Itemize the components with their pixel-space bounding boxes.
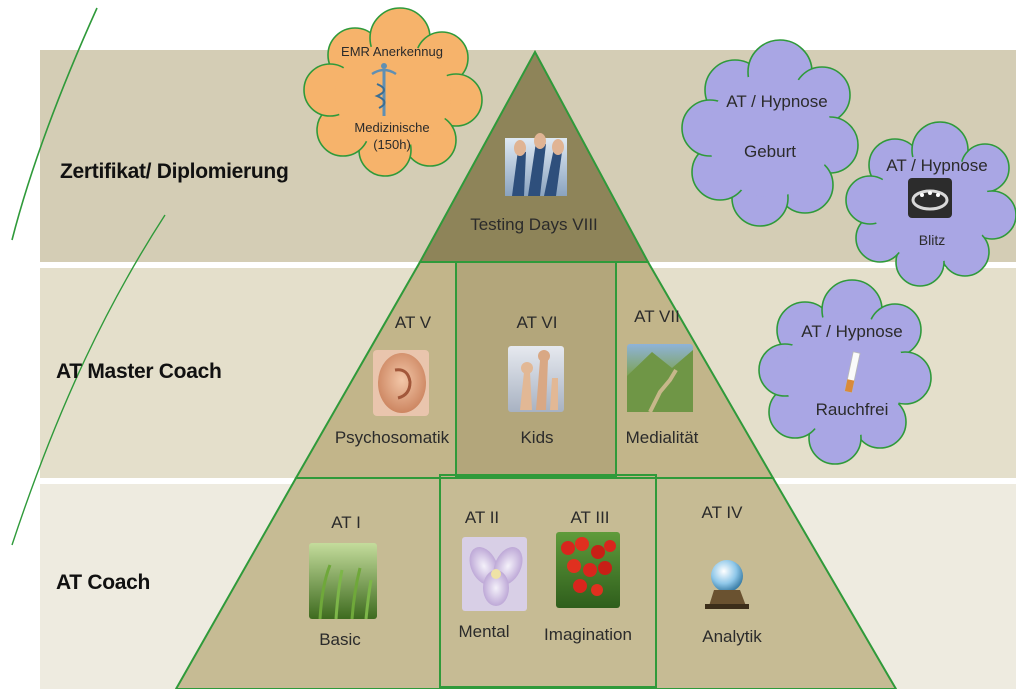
cloud-blitz-title: AT / Hypnose xyxy=(886,156,988,175)
module-at-iv-code: AT IV xyxy=(701,503,743,522)
level-master-coach-label: AT Master Coach xyxy=(56,360,222,383)
cigarette-icon xyxy=(844,351,861,393)
cloud-geburt xyxy=(681,39,859,227)
module-at-vii-name: Medialität xyxy=(625,428,699,447)
cloud-geburt-name: Geburt xyxy=(744,142,796,161)
module-at-iii-code: AT III xyxy=(570,508,610,527)
module-at-i-code: AT I xyxy=(331,513,361,532)
module-at-ii-code: AT II xyxy=(464,508,500,527)
module-at-v-name: Psychosomatik xyxy=(334,428,450,447)
cloud-blitz-name: Blitz xyxy=(918,232,946,248)
module-at-ii-name: Mental xyxy=(458,622,510,641)
decor-curve-bottom xyxy=(11,214,166,546)
module-at-iii-name: Imagination xyxy=(544,625,632,644)
hands-raised-image xyxy=(505,133,567,196)
cloud-rauchfrei-title: AT / Hypnose xyxy=(801,322,903,341)
crystal-ball-image xyxy=(705,560,749,609)
module-at-i-name: Basic xyxy=(319,630,361,649)
module-at-iv-name: Analytik xyxy=(702,627,762,646)
decor-curve-top xyxy=(11,7,98,241)
flower-image xyxy=(462,537,527,611)
cloud-emr-line2: Medizinische xyxy=(354,120,430,135)
module-at-vi-name: Kids xyxy=(520,428,554,447)
ear-image xyxy=(373,350,429,416)
level-certificate-label: Zertifikat/ Diplomierung xyxy=(60,160,289,183)
apex-label: Testing Days VIII xyxy=(470,215,598,234)
module-at-vi-code: AT VI xyxy=(516,313,558,332)
module-at-vii-code: AT VII xyxy=(634,307,680,326)
ring-icon xyxy=(908,178,952,218)
box-at-ii-iii xyxy=(439,474,657,688)
cloud-emr-line1: EMR Anerkennug xyxy=(341,44,443,59)
caduceus-icon xyxy=(371,63,397,116)
mountain-path-image xyxy=(627,344,693,413)
cloud-rauchfrei xyxy=(758,279,932,465)
cloud-rauchfrei-name: Rauchfrei xyxy=(815,400,889,419)
pyramid-tier-bottom xyxy=(174,477,898,689)
cloud-geburt-title: AT / Hypnose xyxy=(726,92,828,111)
level-coach-label: AT Coach xyxy=(56,571,151,594)
child-hands-image xyxy=(508,346,564,412)
seedlings-image xyxy=(309,543,377,620)
cloud-emr-line3: (150h) xyxy=(373,137,411,152)
module-at-v-code: AT V xyxy=(394,313,432,332)
cloud-emr xyxy=(303,7,483,177)
red-berries-image xyxy=(556,532,620,608)
